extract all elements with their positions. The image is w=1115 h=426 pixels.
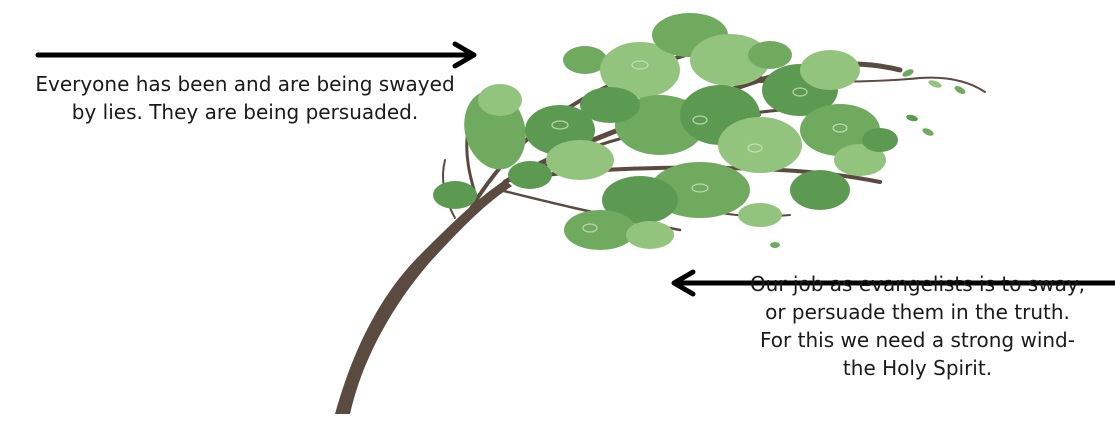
caption-line: or persuade them in the truth. [720, 298, 1115, 326]
tree-foliage [433, 13, 898, 250]
tree-trunk [335, 180, 512, 414]
caption-line: For this we need a strong wind- [720, 326, 1115, 354]
caption-line: Everyone has been and are being swayed [0, 70, 490, 98]
caption-swayed-by-lies: Everyone has been and are being swayed b… [0, 70, 490, 126]
caption-line: by lies. They are being persuaded. [0, 98, 490, 126]
right-pointing-arrow [38, 44, 474, 66]
caption-line: the Holy Spirit. [720, 354, 1115, 382]
caption-evangelists: Our job as evangelists is to sway, or pe… [720, 270, 1115, 382]
caption-line: Our job as evangelists is to sway, [720, 270, 1115, 298]
